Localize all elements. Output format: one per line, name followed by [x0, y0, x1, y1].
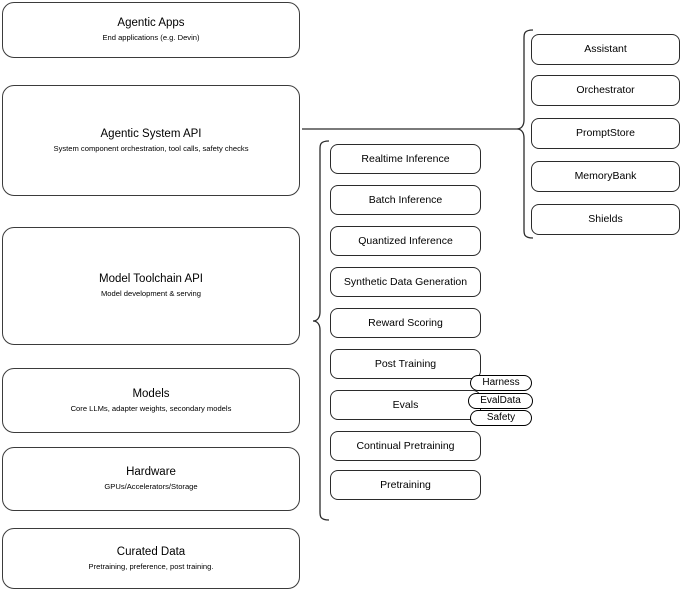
evals-badge-safety[interactable]: Safety [470, 410, 532, 426]
layer-title: Hardware [126, 466, 176, 478]
component-batch-inference[interactable]: Batch Inference [330, 185, 481, 215]
layer-title: Models [132, 387, 170, 400]
component-memorybank[interactable]: MemoryBank [531, 161, 680, 192]
component-realtime-inference[interactable]: Realtime Inference [330, 144, 481, 174]
component-reward-scoring[interactable]: Reward Scoring [330, 308, 481, 338]
component-label: Pretraining [380, 478, 431, 491]
component-label: PromptStore [576, 127, 635, 139]
layer-title: Agentic Apps [117, 17, 185, 29]
layer-subtitle: Pretraining, preference, post training. [88, 561, 214, 571]
component-evals[interactable]: Evals [330, 390, 481, 420]
component-continual-pretraining[interactable]: Continual Pretraining [330, 431, 481, 461]
layer-box-hardware[interactable]: Hardware GPUs/Accelerators/Storage [2, 447, 300, 511]
component-label: Shields [588, 213, 623, 225]
component-label: Continual Pretraining [356, 439, 455, 452]
layer-title: Agentic System API [100, 127, 202, 140]
component-label: Reward Scoring [368, 316, 443, 329]
evals-badge-label: Harness [482, 377, 520, 388]
component-quantized-inference[interactable]: Quantized Inference [330, 226, 481, 256]
evals-badge-label: Safety [486, 412, 516, 423]
component-label: Evals [392, 398, 419, 411]
layer-box-agentic-system-api[interactable]: Agentic System API System component orch… [2, 85, 300, 196]
component-label: Post Training [374, 357, 437, 370]
layer-box-models[interactable]: Models Core LLMs, adapter weights, secon… [2, 368, 300, 433]
layer-title: Curated Data [116, 545, 186, 558]
component-label: Synthetic Data Generation [343, 275, 468, 288]
component-label: Batch Inference [368, 193, 443, 206]
component-promptstore[interactable]: PromptStore [531, 118, 680, 149]
component-label: Orchestrator [576, 84, 635, 96]
layer-subtitle: Model development & serving [100, 289, 202, 298]
component-shields[interactable]: Shields [531, 204, 680, 235]
layer-subtitle: End applications (e.g. Devin) [102, 33, 200, 42]
layer-title: Model Toolchain API [99, 273, 203, 285]
layer-subtitle: System component orchestration, tool cal… [53, 143, 249, 153]
layer-box-agentic-apps[interactable]: Agentic Apps End applications (e.g. Devi… [2, 2, 300, 58]
component-assistant[interactable]: Assistant [531, 34, 680, 65]
layer-box-curated-data[interactable]: Curated Data Pretraining, preference, po… [2, 528, 300, 589]
component-post-training[interactable]: Post Training [330, 349, 481, 379]
component-synthetic-data-generation[interactable]: Synthetic Data Generation [330, 267, 481, 297]
layer-subtitle: GPUs/Accelerators/Storage [104, 482, 198, 491]
component-label: Assistant [584, 43, 627, 55]
component-label: Quantized Inference [358, 234, 453, 247]
layer-subtitle: Core LLMs, adapter weights, secondary mo… [70, 403, 232, 413]
layer-box-model-toolchain-api[interactable]: Model Toolchain API Model development & … [2, 227, 300, 345]
evals-badge-label: EvalData [480, 395, 521, 406]
component-orchestrator[interactable]: Orchestrator [531, 75, 680, 106]
evals-badge-evaldata[interactable]: EvalData [468, 393, 533, 409]
evals-badge-harness[interactable]: Harness [470, 375, 532, 391]
component-label: MemoryBank [574, 170, 637, 182]
component-label: Realtime Inference [361, 152, 450, 165]
component-pretraining[interactable]: Pretraining [330, 470, 481, 500]
